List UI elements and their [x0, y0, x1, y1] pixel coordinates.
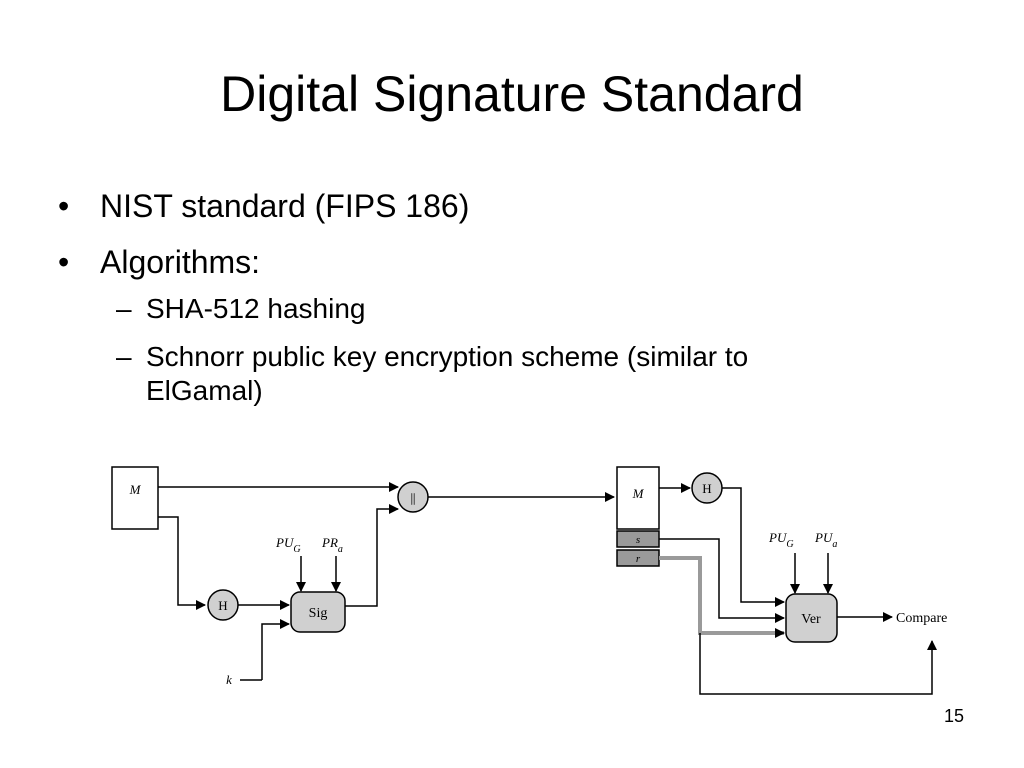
slide-title: Digital Signature Standard: [220, 66, 804, 122]
subbullet-marker: –: [116, 293, 132, 324]
ver-label: Ver: [801, 612, 821, 627]
hash-label: H: [218, 598, 227, 613]
pu-a-label: PUa: [814, 530, 837, 550]
bullet-item: • Algorithms:: [58, 242, 958, 282]
subbullet-marker: –: [116, 341, 132, 372]
pr-a-label: PRa: [321, 535, 343, 555]
r-to-ver-line: [659, 556, 784, 635]
message-label: M: [129, 482, 142, 497]
s-to-ver-line: [659, 538, 785, 623]
verify-hash-label: H: [702, 481, 711, 496]
pu-g-verify-label: PUG: [768, 530, 794, 550]
bullet-item: • NIST standard (FIPS 186): [58, 186, 958, 226]
ver-node: [785, 593, 838, 643]
sig-to-concat-line: [345, 504, 399, 607]
concat-label: ||: [410, 490, 415, 505]
k-to-sig-line: [261, 619, 290, 680]
signature-s-label: s: [636, 534, 640, 546]
bullet-list: • NIST standard (FIPS 186) • Algorithms:…: [58, 186, 958, 422]
bullet-text: NIST standard (FIPS 186): [100, 188, 470, 224]
received-message-label: M: [632, 486, 645, 501]
r-to-compare-line: [699, 633, 937, 695]
bullet-marker: •: [58, 244, 70, 280]
subbullet-item: – Schnorr public key encryption scheme (…: [58, 340, 866, 408]
sig-node: [290, 591, 346, 633]
page-number: 15: [943, 706, 964, 726]
compare-label: Compare: [896, 611, 947, 626]
subbullet-text: SHA-512 hashing: [146, 293, 366, 324]
sig-label: Sig: [309, 606, 328, 621]
bullet-text: Algorithms:: [100, 244, 261, 280]
signature-r-label: r: [636, 553, 641, 565]
subbullet-item: – SHA-512 hashing: [58, 292, 958, 326]
message-box: [111, 466, 159, 530]
message-to-hash-line: [158, 516, 206, 610]
received-message-box: [616, 466, 660, 530]
pu-g-label: PUG: [275, 535, 301, 555]
hash-to-ver-line: [722, 487, 785, 607]
k-label: k: [226, 672, 232, 687]
bullet-marker: •: [58, 188, 70, 224]
subbullet-text: Schnorr public key encryption scheme (si…: [146, 341, 749, 406]
